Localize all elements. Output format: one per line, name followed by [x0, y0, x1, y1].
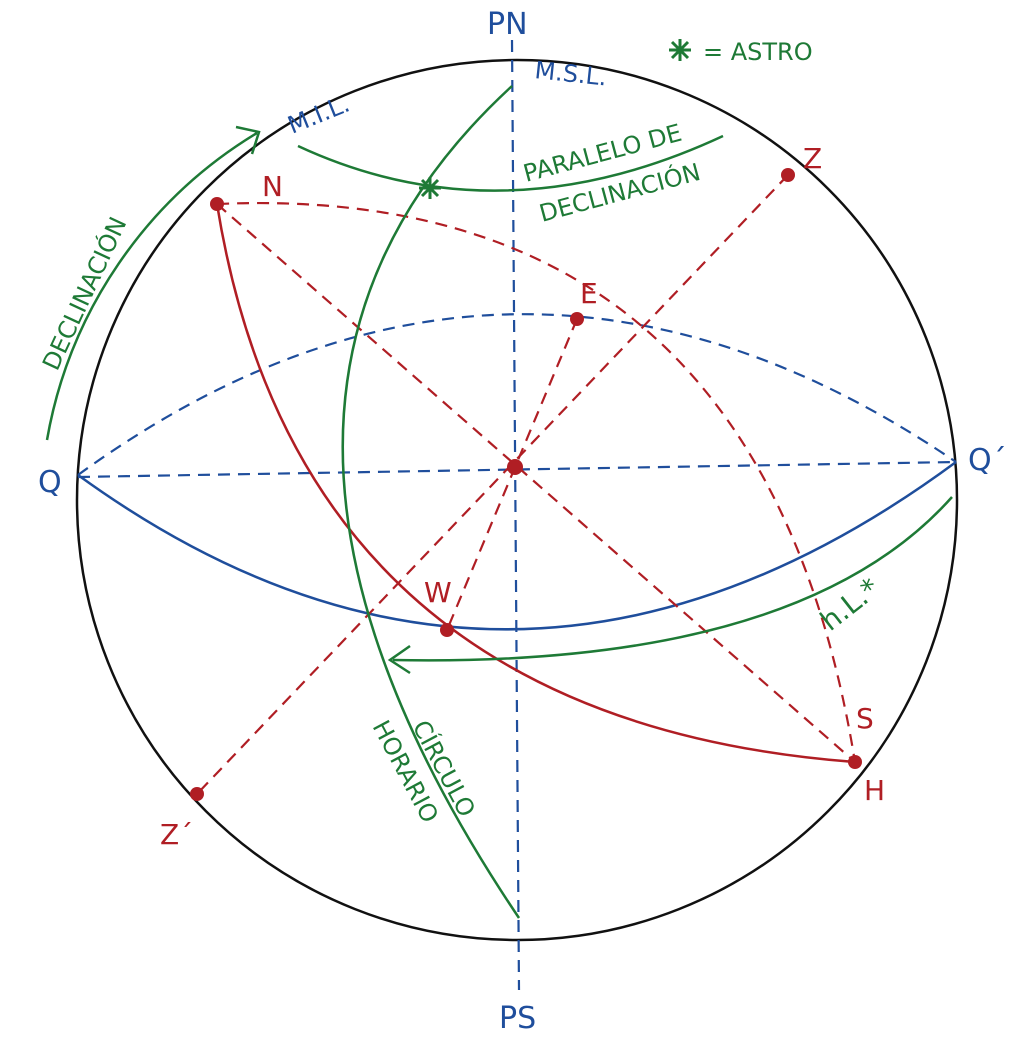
polar-axis [510, 39, 521, 991]
celestial-equator-front [77, 460, 957, 631]
label-e: E [580, 277, 598, 310]
label-pn: PN [487, 7, 528, 42]
legend-asterisk-star-icon [669, 39, 691, 61]
point-h [848, 755, 862, 769]
equator-diameter [77, 460, 957, 479]
meridian-line-n-h [216, 203, 856, 763]
horizon-back [216, 202, 857, 763]
label-w: W [424, 576, 452, 609]
label-n: N [262, 170, 283, 203]
point-z [781, 168, 795, 182]
point-z-prime [190, 787, 204, 801]
celestial-equator-back [77, 313, 957, 476]
label-q-prime: Q´ [968, 443, 1007, 478]
star-marker-icon [419, 177, 441, 199]
label-s: S [856, 702, 874, 735]
hour-circle [341, 85, 521, 919]
east-west-line [445, 318, 579, 631]
label-h: H [864, 774, 885, 807]
hour-angle-arrow-head [387, 644, 411, 675]
label-mil: M.I.L. [284, 90, 354, 140]
point-center [507, 459, 523, 475]
legend-text: = ASTRO [703, 38, 813, 66]
declination-arrow [45, 131, 258, 441]
celestial-sphere-outline [75, 58, 959, 942]
horizon-front [215, 203, 856, 764]
zenith-nadir-line [196, 174, 789, 795]
label-msl: M.S.L. [533, 56, 608, 91]
label-ps: PS [499, 1001, 536, 1036]
point-e [570, 312, 584, 326]
declination-parallel [297, 134, 724, 192]
label-q: Q [38, 465, 62, 500]
label-declinacion: DECLINACIÓN [35, 212, 132, 375]
declination-arrow-head [235, 125, 261, 155]
hour-angle-arrow [392, 496, 953, 662]
label-z-prime: Z´ [160, 818, 193, 851]
label-z: Z [803, 142, 822, 175]
point-w [440, 623, 454, 637]
point-n [210, 197, 224, 211]
